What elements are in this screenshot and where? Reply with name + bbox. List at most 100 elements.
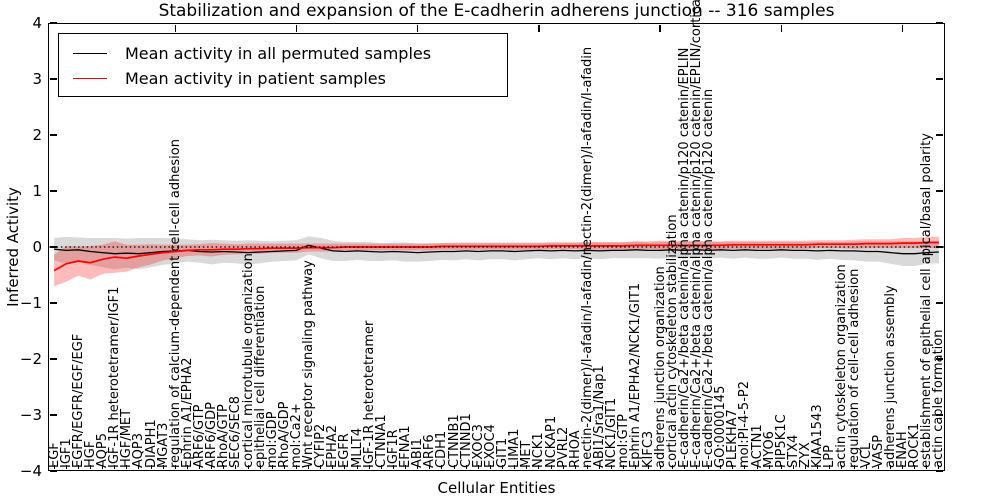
- x-tick: [405, 465, 407, 470]
- x-tick-top: [417, 24, 419, 32]
- x-tick: [574, 465, 576, 470]
- y-tick-right: [936, 246, 944, 248]
- x-tick: [720, 465, 722, 470]
- y-tick-right: [936, 470, 944, 472]
- x-tick: [332, 465, 334, 470]
- x-tick-top: [780, 24, 783, 32]
- x-tick: [138, 465, 140, 470]
- x-tick: [538, 465, 540, 470]
- x-tick: [696, 465, 697, 470]
- y-tick: [49, 358, 57, 360]
- x-tick: [65, 465, 67, 470]
- x-tick-top: [295, 24, 298, 32]
- x-tick: [441, 465, 443, 470]
- x-tick: [271, 465, 273, 470]
- y-tick: [49, 414, 57, 416]
- y-tick-right: [936, 414, 944, 416]
- legend-entry-patient: Mean activity in patient samples: [73, 66, 507, 91]
- x-tick: [914, 465, 916, 470]
- x-tick: [623, 465, 625, 470]
- y-tick: [49, 190, 57, 192]
- x-tick: [732, 465, 734, 470]
- y-tick-label: −3: [19, 405, 42, 424]
- x-tick: [453, 465, 455, 470]
- x-tick: [562, 465, 564, 470]
- x-tick: [102, 465, 104, 470]
- y-tick-label: 1: [32, 181, 42, 200]
- x-tick: [671, 465, 673, 470]
- y-tick-right: [936, 78, 944, 80]
- y-tick: [49, 22, 57, 24]
- x-tick: [489, 465, 491, 470]
- x-tick: [429, 465, 431, 470]
- x-tick: [199, 465, 201, 470]
- x-tick: [162, 465, 164, 470]
- y-tick-label: −1: [19, 293, 42, 312]
- x-tick: [186, 465, 188, 470]
- y-tick: [49, 246, 57, 248]
- x-tick: [599, 465, 601, 470]
- x-tick: [635, 465, 637, 470]
- x-tick: [174, 465, 176, 470]
- x-tick-label: actin cable formation: [931, 329, 947, 468]
- x-tick: [877, 465, 879, 470]
- x-tick: [744, 465, 746, 470]
- x-tick: [392, 465, 394, 470]
- x-tick-top: [174, 24, 176, 32]
- y-tick-label: 3: [32, 69, 42, 88]
- x-tick: [235, 465, 237, 470]
- y-tick-right: [936, 22, 944, 24]
- y-tick-label: 4: [32, 13, 42, 32]
- legend: Mean activity in all permuted samples Me…: [58, 33, 508, 97]
- x-tick: [865, 465, 867, 470]
- x-tick: [683, 465, 685, 470]
- y-axis-title: Inferred Activity: [4, 187, 22, 307]
- x-tick: [247, 465, 249, 470]
- x-tick: [817, 465, 819, 470]
- x-tick: [938, 465, 940, 470]
- x-tick: [889, 465, 891, 470]
- x-tick: [77, 465, 79, 470]
- x-tick: [259, 465, 261, 470]
- y-tick-right: [936, 134, 944, 136]
- legend-entry-permuted: Mean activity in all permuted samples: [73, 41, 507, 66]
- x-tick-label: regulation of cell-cell adhesion: [846, 268, 862, 468]
- x-tick: [841, 465, 843, 470]
- x-tick-top: [659, 24, 661, 32]
- y-tick-label: −4: [19, 461, 42, 480]
- permuted-line-sample-icon: [73, 53, 107, 54]
- x-axis-title: Cellular Entities: [437, 479, 556, 497]
- x-tick: [756, 465, 758, 470]
- x-tick: [526, 465, 528, 470]
- x-tick: [53, 465, 55, 470]
- legend-label-permuted: Mean activity in all permuted samples: [125, 44, 432, 63]
- x-tick: [477, 465, 479, 470]
- y-tick-label: −2: [19, 349, 42, 368]
- x-tick: [89, 465, 91, 470]
- x-tick: [417, 465, 419, 470]
- x-tick: [792, 465, 794, 470]
- x-tick: [502, 465, 504, 470]
- x-tick: [126, 465, 128, 470]
- x-tick: [768, 465, 770, 470]
- x-tick: [344, 465, 346, 470]
- x-tick: [550, 465, 552, 470]
- patient-confidence-band: [54, 236, 939, 287]
- chart-title: Stabilization and expansion of the E-cad…: [158, 1, 835, 21]
- x-tick: [308, 465, 310, 470]
- x-tick: [514, 465, 516, 470]
- y-tick-right: [936, 302, 944, 304]
- y-tick-label: 0: [32, 237, 42, 256]
- x-tick: [465, 465, 467, 470]
- x-tick: [586, 465, 588, 470]
- x-tick: [283, 465, 285, 470]
- x-tick: [647, 465, 649, 470]
- x-tick: [211, 465, 213, 470]
- x-tick: [356, 465, 358, 470]
- x-tick: [902, 465, 904, 470]
- x-tick-top: [901, 24, 904, 32]
- x-tick: [829, 465, 831, 470]
- x-tick: [805, 465, 807, 470]
- x-tick: [295, 465, 297, 470]
